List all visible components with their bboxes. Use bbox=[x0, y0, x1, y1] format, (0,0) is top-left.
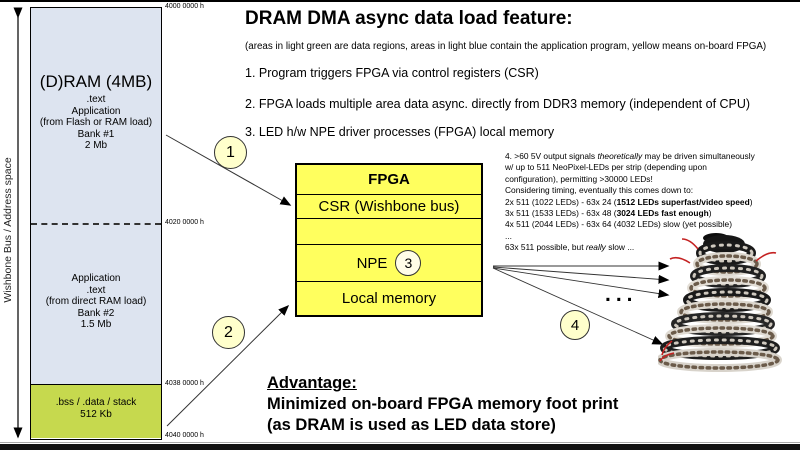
fpga-row-npe: NPE 3 bbox=[297, 243, 481, 282]
step-3: 3. LED h/w NPE driver processes (FPGA) l… bbox=[245, 125, 555, 139]
legend-note: (areas in light green are data regions, … bbox=[245, 41, 767, 52]
fpga-row-local-memory: Local memory bbox=[297, 281, 481, 315]
advantage-block: Advantage: Minimized on-board FPGA memor… bbox=[267, 373, 618, 436]
advantage-line-1: Minimized on-board FPGA memory foot prin… bbox=[267, 395, 619, 413]
note-line: 63x 511 possible, but really slow ... bbox=[505, 242, 635, 253]
badge-1: 1 bbox=[214, 136, 247, 169]
bottom-hairline bbox=[0, 442, 800, 443]
more-strips-ellipsis: ... bbox=[605, 283, 638, 306]
dram-bank1-line: Application bbox=[71, 105, 121, 117]
led-wires bbox=[659, 238, 777, 362]
dram-bss-line: .bss / .data / stack bbox=[55, 397, 137, 408]
dram-bank2-line: Bank #2 bbox=[77, 307, 115, 319]
step-2: 2. FPGA loads multiple area data async. … bbox=[245, 97, 751, 111]
dram-bank1-line: 2 Mb bbox=[84, 140, 108, 151]
dram-bank2-line: 1.5 Mb bbox=[80, 319, 112, 330]
badge-3: 3 bbox=[395, 250, 422, 277]
note-line: w/ up to 511 NeoPixel-LEDs per strip (de… bbox=[505, 162, 707, 173]
address-label-4038: 4038 0000 h bbox=[165, 380, 204, 387]
badge-2: 2 bbox=[212, 316, 245, 349]
dram-bank1-line: (from Flash or RAM load) bbox=[39, 117, 153, 128]
step-1: 1. Program triggers FPGA via control reg… bbox=[245, 66, 539, 80]
dram-bank2-line: Application bbox=[71, 273, 121, 284]
note-line: Considering timing, eventually this come… bbox=[505, 185, 694, 196]
note-line: 2x 511 (1022 LEDs) - 63x 24 (1512 LEDs s… bbox=[505, 196, 753, 207]
bottom-letterbox-bar bbox=[0, 444, 800, 450]
dram-bank1-line: .text bbox=[86, 94, 106, 105]
note-output-signals: 4. >60 5V output signals theoretically m… bbox=[505, 151, 800, 254]
dram-bank1-section: (D)RAM (4MB) .text Application (from Fla… bbox=[31, 8, 161, 223]
dram-title: (D)RAM (4MB) bbox=[39, 72, 153, 91]
address-label-4000: 4000 0000 h bbox=[165, 3, 204, 10]
fpga-row-csr: CSR (Wishbone bus) bbox=[297, 193, 481, 219]
note-line: 4x 511 (2044 LEDs) - 63x 64 (4032 LEDs) … bbox=[505, 219, 733, 230]
note-line: 3x 511 (1533 LEDs) - 63x 48 (3024 LEDs f… bbox=[505, 208, 712, 219]
dram-bank1-line: Bank #1 bbox=[77, 128, 115, 140]
note-line: 4. >60 5V output signals theoretically m… bbox=[505, 151, 755, 161]
note-line: ... bbox=[505, 230, 512, 241]
badge-4: 4 bbox=[560, 310, 590, 340]
dram-bank2-line: (from direct RAM load) bbox=[45, 296, 147, 307]
dram-bank2-line: .text bbox=[86, 284, 106, 296]
led-strips-photo bbox=[658, 233, 782, 372]
axis-label: Wishbone Bus / Address space bbox=[2, 157, 14, 303]
fpga-block: FPGA CSR (Wishbone bus) NPE 3 Local memo… bbox=[295, 163, 483, 317]
dram-bss-line: 512 Kb bbox=[80, 408, 112, 420]
address-label-4040: 4040 0000 h bbox=[165, 432, 204, 439]
dram-memory-map: (D)RAM (4MB) .text Application (from Fla… bbox=[30, 7, 162, 440]
dram-bank2-section: Application .text (from direct RAM load)… bbox=[31, 223, 161, 384]
advantage-heading: Advantage: bbox=[267, 374, 357, 392]
dram-bss-section: .bss / .data / stack 512 Kb bbox=[31, 384, 161, 438]
note-line: configuration), permitting >30000 LEDs! bbox=[505, 173, 653, 184]
fpga-row-empty bbox=[297, 218, 481, 244]
fpga-npe-label: NPE bbox=[356, 254, 388, 272]
top-border-line bbox=[0, 0, 800, 2]
advantage-line-2: (as DRAM is used as LED data store) bbox=[267, 416, 556, 434]
page-title: DRAM DMA async data load feature: bbox=[245, 8, 573, 29]
fpga-title: FPGA bbox=[368, 170, 410, 188]
address-label-4020: 4020 0000 h bbox=[165, 219, 204, 226]
